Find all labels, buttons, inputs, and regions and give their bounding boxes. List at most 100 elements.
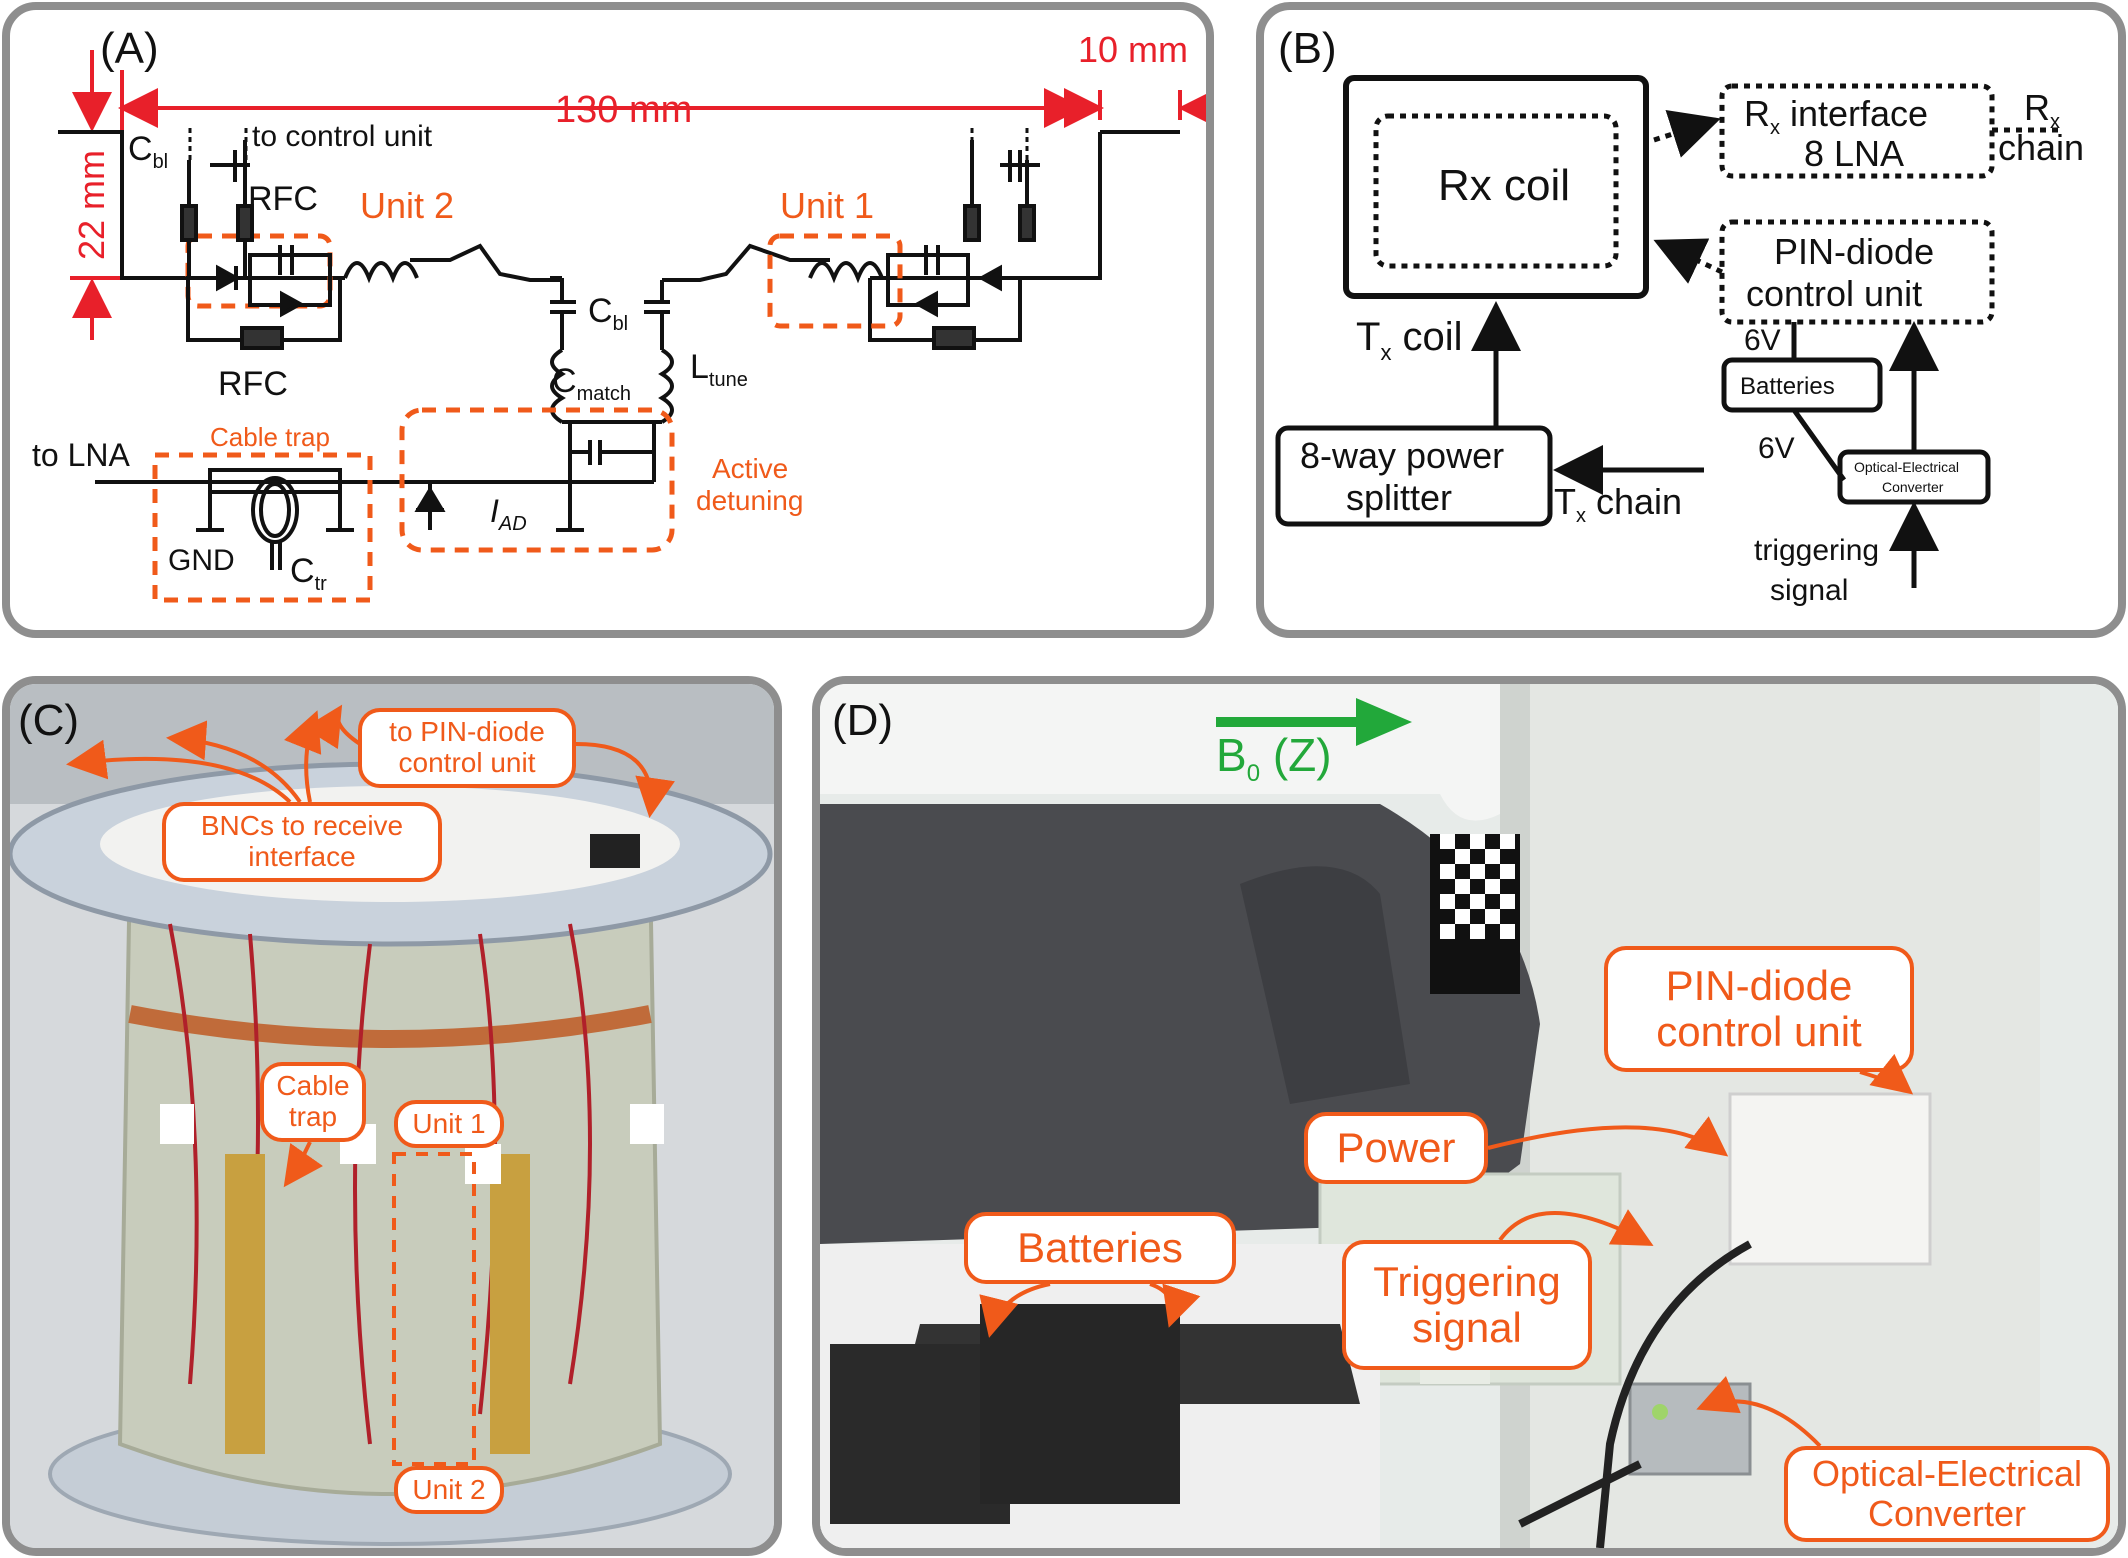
- tx-coil-sub: x: [1380, 340, 1391, 365]
- callout-unit2-text: Unit 2: [412, 1473, 486, 1505]
- callout-unit2: Unit 2: [394, 1466, 504, 1514]
- callout-power: Power: [1304, 1112, 1488, 1184]
- rx-chain-sub: x: [2050, 111, 2060, 133]
- oe-converter-label-1: Optical-Electrical: [1854, 459, 1959, 475]
- cbl-center-sub: bl: [613, 313, 629, 335]
- active-detuning-label-1: Active: [712, 453, 788, 484]
- to-lna-label: to LNA: [32, 437, 130, 473]
- rx-interface-label: R: [1744, 93, 1770, 134]
- trigger-label-1: triggering: [1754, 534, 1879, 567]
- cbl-left-label: C: [128, 130, 153, 168]
- tx-coil-rest: coil: [1391, 315, 1462, 359]
- callout-batteries-text: Batteries: [1017, 1223, 1183, 1271]
- batteries-box: [1721, 357, 1883, 413]
- svg-text:Rx interface: Rx interface: [1744, 93, 1928, 139]
- callout-to-pin-diode: to PIN-diode control unit: [358, 708, 576, 788]
- v1-label: 6V: [1744, 324, 1781, 357]
- b0-label: B0 (Z): [1216, 728, 1332, 788]
- callout-triggering: Triggering signal: [1342, 1240, 1592, 1370]
- b0-main: B: [1216, 729, 1247, 781]
- panel-c: (C) to PIN-diode control unit BNCs to re…: [2, 676, 782, 1556]
- svg-text:Ltune: Ltune: [690, 348, 748, 391]
- unit2-label: Unit 2: [360, 185, 454, 226]
- dim-10mm: 10 mm: [1078, 29, 1188, 70]
- callout-cable-trap: Cable trap: [260, 1062, 366, 1142]
- ctr-label: C: [290, 552, 315, 590]
- pin-control-label-1: PIN-diode: [1774, 231, 1934, 272]
- tx-coil-label: T: [1356, 315, 1380, 359]
- active-detuning-box: [399, 407, 675, 553]
- svg-text:Rx: Rx: [2024, 87, 2060, 133]
- iad-sub: AD: [498, 513, 527, 535]
- dim-130mm: 130 mm: [555, 89, 692, 131]
- lna-label: 8 LNA: [1804, 133, 1904, 174]
- callout-cable-trap-2: trap: [288, 1101, 338, 1132]
- callout-to-pin-diode-1: to PIN-diode: [389, 716, 545, 748]
- oe-converter-label-2: Converter: [1882, 479, 1944, 495]
- rfc-bottom-label: RFC: [218, 365, 288, 403]
- cbl-center-label: C: [588, 292, 613, 330]
- pin-control-label-2: control unit: [1746, 273, 1922, 314]
- to-control-unit-label: to control unit: [252, 120, 433, 153]
- cable-trap-label: Cable trap: [210, 422, 330, 452]
- svg-text:IAD: IAD: [490, 493, 527, 535]
- svg-text:Cbl: Cbl: [588, 292, 628, 335]
- circuit-schematic: 130 mm 10 mm 22 mm: [32, 29, 1206, 603]
- unit2-components: [180, 140, 419, 350]
- splitter-box: [1275, 425, 1553, 527]
- svg-text:Cbl: Cbl: [128, 130, 168, 173]
- trigger-label-2: signal: [1770, 574, 1848, 607]
- b0-rest: (Z): [1260, 729, 1332, 781]
- callout-bncs-2: interface: [248, 841, 356, 872]
- dim-22mm: 22 mm: [71, 150, 112, 260]
- panel-d: (D) B0 (Z) PIN-diode control unit Power …: [812, 676, 2126, 1556]
- panel-d-label: (D): [832, 696, 894, 745]
- rx-chain-label: R: [2024, 87, 2050, 128]
- ltune-label: L: [690, 348, 709, 386]
- rx-coil-label: Rx coil: [1438, 161, 1570, 210]
- tx-chain-rest: chain: [1586, 481, 1682, 522]
- matching-network: [95, 276, 674, 570]
- callout-bncs: BNCs to receive interface: [162, 802, 442, 882]
- b0-sub: 0: [1246, 760, 1261, 788]
- callout-oe-converter-1: Optical-Electrical: [1811, 1453, 2083, 1495]
- svg-text:Ctr: Ctr: [290, 552, 327, 595]
- rx-interface-rest: interface: [1780, 93, 1928, 134]
- callout-power-text: Power: [1336, 1123, 1456, 1171]
- block-diagram: Rx coil Tx coil Rx interface 8 LNA Rx ch…: [1275, 75, 2084, 607]
- batteries-label: Batteries: [1740, 373, 1835, 400]
- b0-arrow: [1216, 698, 1412, 746]
- callout-triggering-1: Triggering: [1373, 1257, 1561, 1305]
- ltune-sub: tune: [709, 369, 748, 391]
- rx-coil-box: [1373, 113, 1619, 269]
- callout-oe-converter-2: Converter: [1867, 1493, 2027, 1534]
- rfc-top-label: RFC: [248, 180, 318, 218]
- callout-pin-diode: PIN-diode control unit: [1604, 946, 1914, 1072]
- unit1-components: [808, 140, 1040, 350]
- panel-a-label: (A): [100, 24, 159, 73]
- panel-a: (A) 130 mm 10 mm 22 mm: [2, 2, 1214, 638]
- callout-pin-diode-2: control unit: [1656, 1008, 1862, 1055]
- tx-chain-label: T: [1554, 481, 1576, 522]
- callout-bncs-1: BNCs to receive: [200, 810, 404, 842]
- unit1-label: Unit 1: [780, 185, 874, 226]
- callout-batteries: Batteries: [964, 1212, 1236, 1284]
- callout-oe-converter: Optical-Electrical Converter: [1784, 1446, 2110, 1542]
- callout-unit1-text: Unit 1: [412, 1107, 486, 1139]
- svg-text:Tx chain: Tx chain: [1554, 481, 1682, 527]
- callout-unit1: Unit 1: [394, 1100, 504, 1148]
- gnd-label: GND: [168, 544, 235, 577]
- svg-text:Tx coil: Tx coil: [1356, 315, 1463, 365]
- panel-c-label: (C): [18, 696, 80, 745]
- active-detuning-label-2: detuning: [696, 485, 803, 516]
- splitter-label-2: splitter: [1346, 477, 1452, 518]
- panel-b-label: (B): [1278, 24, 1337, 73]
- tx-coil-box: [1343, 75, 1649, 299]
- callout-pin-diode-1: PIN-diode: [1665, 961, 1853, 1009]
- cmatch-sub: match: [577, 383, 631, 405]
- splitter-label-1: 8-way power: [1300, 435, 1504, 476]
- tx-chain-sub: x: [1576, 505, 1586, 527]
- rx-chain-rest: chain: [1998, 127, 2084, 168]
- v2-label: 6V: [1758, 432, 1795, 465]
- callout-to-pin-diode-2: control unit: [398, 747, 536, 778]
